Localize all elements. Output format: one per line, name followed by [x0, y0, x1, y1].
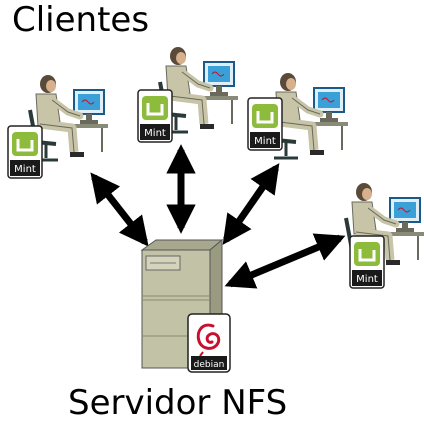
mint-logo-icon: Mint — [247, 97, 283, 151]
mint-logo-icon: Mint — [7, 125, 43, 179]
client-badge-label: Mint — [356, 274, 378, 285]
client-workstation-2: Mint — [137, 47, 238, 143]
client-workstation-4: Mint — [346, 183, 424, 289]
arrow-client-4 — [224, 233, 346, 289]
clients-title: Clientes — [12, 0, 150, 40]
client-workstation-1: Mint — [7, 75, 108, 179]
client-badge-label: Mint — [254, 136, 276, 147]
client-badge-label: Mint — [14, 164, 36, 175]
mint-logo-icon: Mint — [349, 235, 385, 289]
arrows-group — [90, 144, 346, 289]
server-badge-label: debian — [194, 360, 225, 370]
server-title: Servidor NFS — [68, 383, 288, 423]
arrow-client-1 — [90, 172, 149, 247]
client-workstation-3: Mint — [247, 73, 348, 158]
mint-logo-icon: Mint — [137, 89, 173, 143]
client-badge-label: Mint — [144, 128, 166, 139]
debian-logo-icon: debian — [187, 313, 231, 373]
arrow-client-3 — [222, 163, 280, 245]
